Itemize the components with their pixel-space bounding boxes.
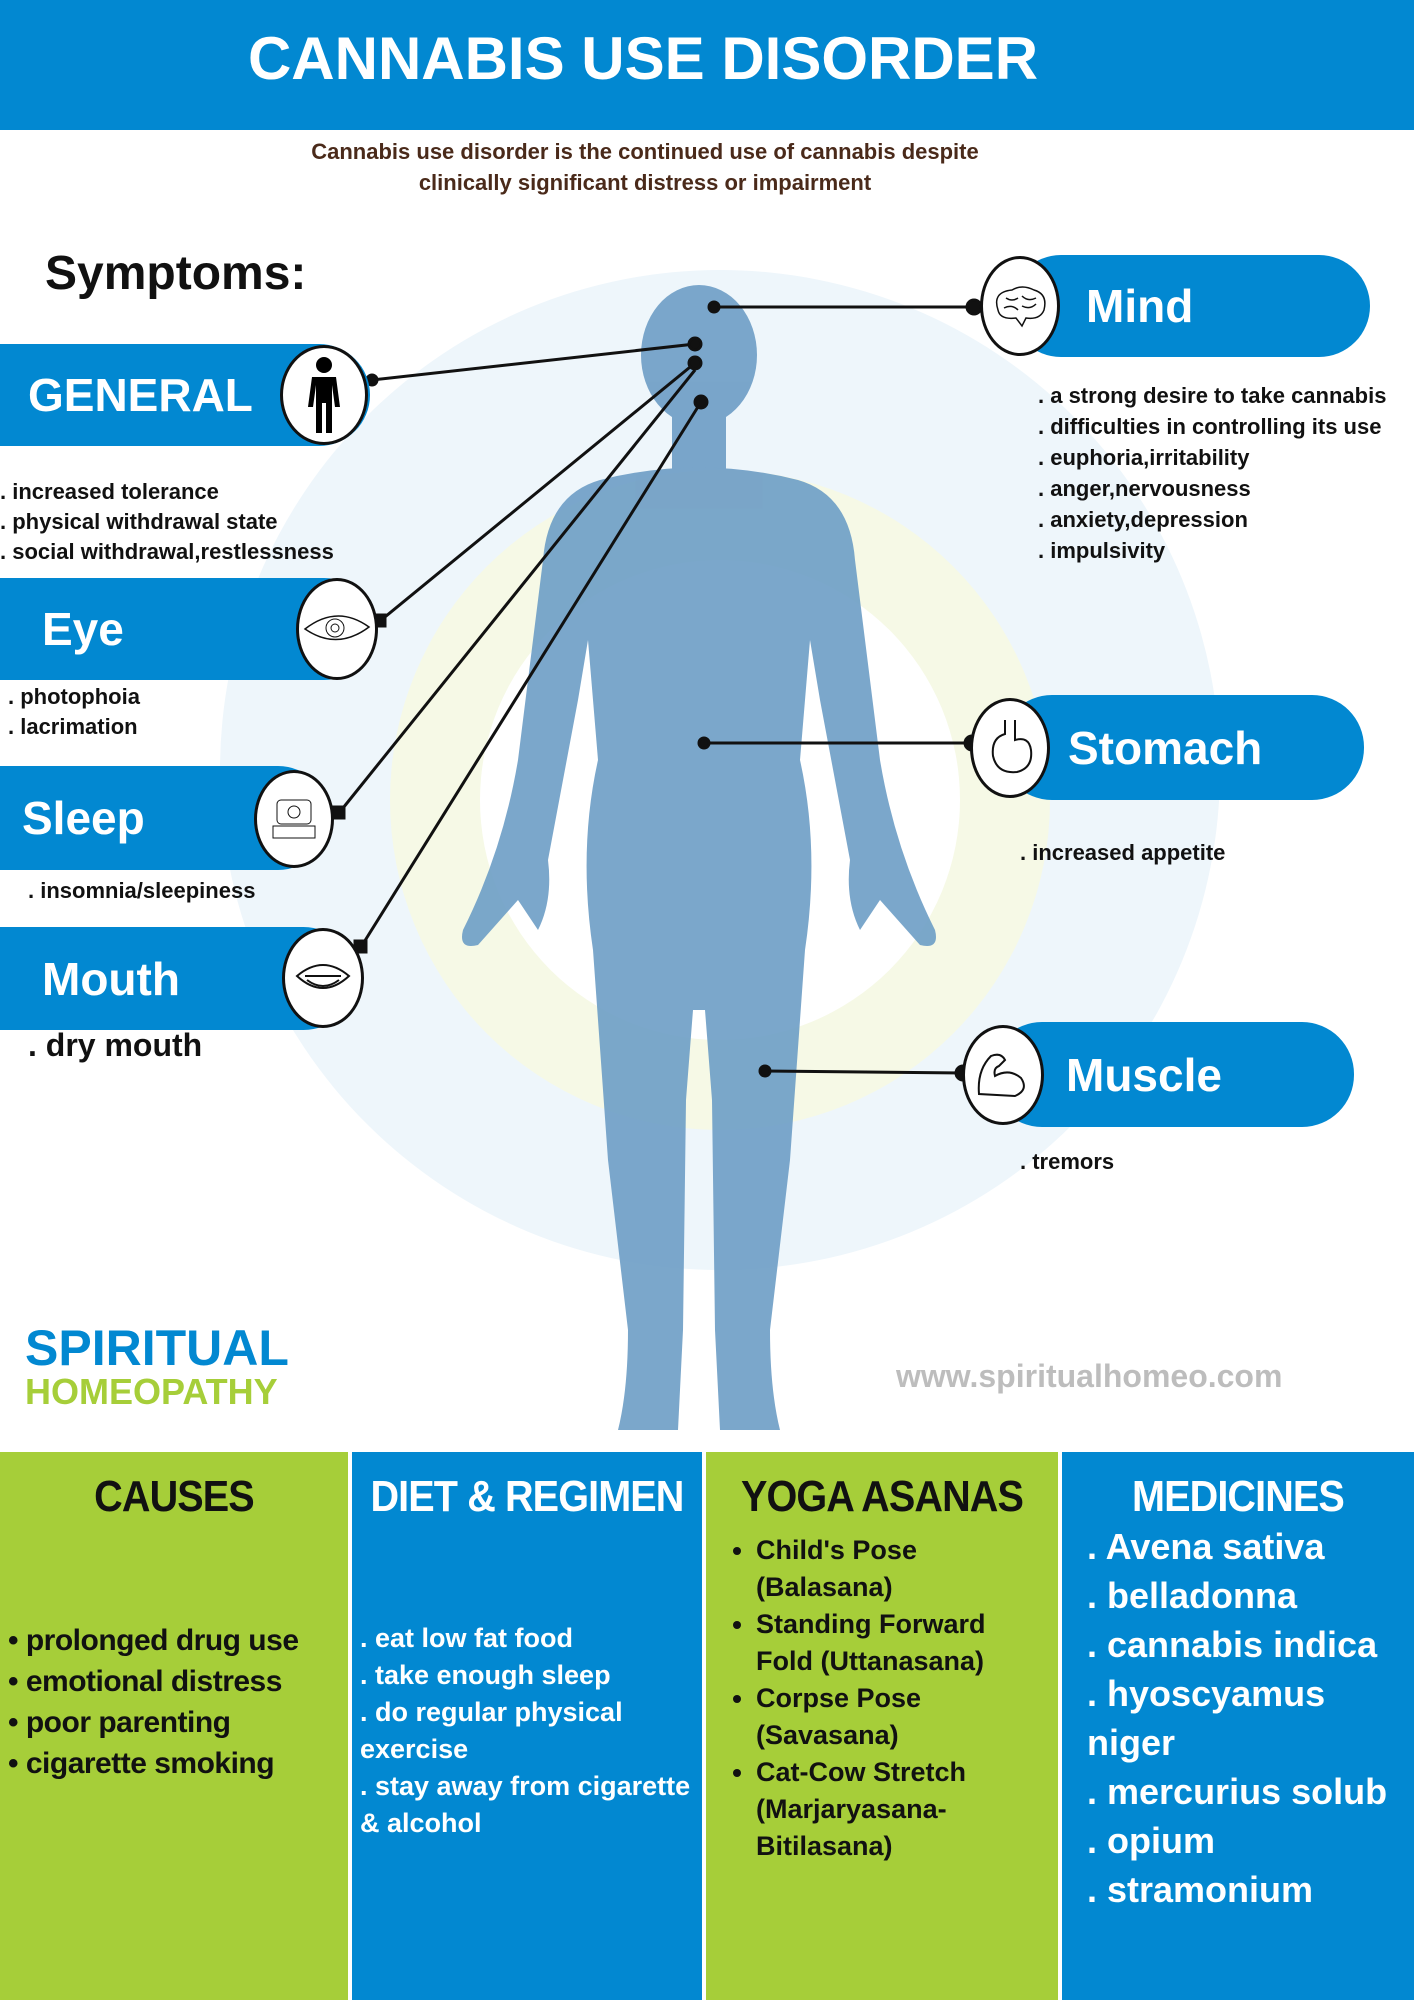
list-item: . increased tolerance — [0, 479, 219, 504]
list-item: • prolonged drug use — [8, 1624, 299, 1657]
list-item: Child's Pose (Balasana) — [756, 1532, 1038, 1606]
yoga-column: YOGA ASANAS Child's Pose (Balasana) Stan… — [706, 1452, 1058, 2000]
list-item: . stay away from cigarette & alcohol — [360, 1771, 691, 1838]
list-item: . mercurius solub — [1087, 1771, 1388, 1812]
muscle-label: Muscle — [1066, 1048, 1222, 1101]
list-item: Cat-Cow Stretch (Marjaryasana-Bitilasana… — [756, 1754, 1038, 1865]
stomach-pill: Stomach — [1000, 695, 1364, 800]
list-item: . euphoria,irritability — [1038, 445, 1250, 470]
list-item: . social withdrawal,restlessness — [0, 539, 334, 564]
subtitle-line: clinically significant distress or impai… — [418, 170, 872, 195]
sleep-label: Sleep — [22, 792, 145, 844]
page-title: CANNABIS USE DISORDER — [247, 25, 1039, 92]
body-illustration — [220, 270, 1220, 1430]
list-item: Standing Forward Fold (Uttanasana) — [756, 1606, 1038, 1680]
list-item: . take enough sleep — [360, 1660, 611, 1690]
logo-line1: SPIRITUAL — [25, 1320, 289, 1376]
list-item: . anxiety,depression — [1038, 507, 1248, 532]
flexed-arm-icon — [962, 1025, 1044, 1125]
muscle-items: . tremors — [1020, 1147, 1114, 1177]
list-item: . photophoia — [8, 684, 140, 709]
logo: SPIRITUAL HOMEOPATHY — [25, 1320, 289, 1414]
list-item: . tremors — [1020, 1149, 1115, 1174]
list-item: . cannabis indica — [1087, 1624, 1378, 1665]
list-item: • poor parenting — [8, 1706, 231, 1739]
list-item: • cigarette smoking — [8, 1747, 275, 1780]
logo-line2: HOMEOPATHY — [25, 1371, 278, 1412]
list-item: . insomnia/sleepiness — [28, 878, 256, 903]
list-item: . increased appetite — [1020, 840, 1226, 865]
general-label: GENERAL — [28, 369, 253, 421]
diet-column: DIET & REGIMEN . eat low fat food . take… — [352, 1452, 702, 2000]
sleep-items: . insomnia/sleepiness — [28, 876, 255, 906]
list-item: . do regular physical exercise — [360, 1697, 623, 1764]
subtitle: Cannabis use disorder is the continued u… — [0, 136, 1290, 198]
list-item: . a strong desire to take cannabis — [1038, 383, 1387, 408]
stomach-label: Stomach — [1068, 721, 1263, 774]
mind-items: . a strong desire to take cannabis . diff… — [1038, 380, 1388, 566]
subtitle-line: Cannabis use disorder is the continued u… — [311, 139, 979, 164]
list-item: . lacrimation — [8, 714, 138, 739]
list-item: . belladonna — [1087, 1575, 1298, 1616]
diet-title: DIET & REGIMEN — [370, 1472, 684, 1521]
mouth-items: . dry mouth — [28, 1027, 203, 1063]
list-item: . anger,nervousness — [1038, 476, 1251, 501]
causes-column: CAUSES • prolonged drug use • emotional … — [0, 1452, 348, 2000]
general-items: . increased tolerance . physical withdraw… — [0, 477, 334, 567]
website-link[interactable]: www.spiritualhomeo.com — [896, 1358, 1283, 1394]
list-item: . impulsivity — [1038, 538, 1166, 563]
list-item: . physical withdrawal state — [0, 509, 278, 534]
title-banner: CANNABIS USE DISORDER — [0, 0, 1414, 130]
stomach-icon — [970, 698, 1050, 798]
list-item: . opium — [1087, 1820, 1215, 1861]
list-item: . Avena sativa — [1087, 1526, 1325, 1567]
medicines-column: MEDICINES . Avena sativa . belladonna . … — [1062, 1452, 1414, 2000]
stomach-items: . increased appetite — [1020, 838, 1225, 868]
sleeping-person-icon — [254, 770, 334, 868]
eye-items: . photophoia . lacrimation — [8, 682, 140, 742]
eye-label: Eye — [42, 603, 124, 655]
human-figure-icon — [280, 345, 368, 445]
causes-title: CAUSES — [94, 1472, 255, 1521]
symptoms-heading: Symptoms: — [45, 247, 307, 300]
list-item: . dry mouth — [28, 1027, 203, 1063]
mouth-icon — [282, 928, 364, 1028]
yoga-title: YOGA ASANAS — [740, 1472, 1024, 1521]
mind-label: Mind — [1086, 280, 1194, 332]
list-item: Corpse Pose (Savasana) — [756, 1680, 1038, 1754]
list-item: . eat low fat food — [360, 1623, 573, 1653]
human-silhouette-icon — [462, 285, 936, 1430]
muscle-pill: Muscle — [990, 1022, 1354, 1127]
list-item: . difficulties in controlling its use — [1038, 414, 1382, 439]
mouth-label: Mouth — [42, 952, 180, 1005]
list-item: . hyoscyamus niger — [1087, 1673, 1326, 1763]
eye-icon — [296, 578, 378, 680]
mind-pill: Mind — [1010, 255, 1370, 357]
list-item: . stramonium — [1087, 1869, 1314, 1910]
list-item: • emotional distress — [8, 1665, 282, 1698]
medicines-title: MEDICINES — [1132, 1472, 1345, 1521]
brain-icon — [980, 256, 1060, 356]
connector-lines — [331, 298, 983, 1082]
